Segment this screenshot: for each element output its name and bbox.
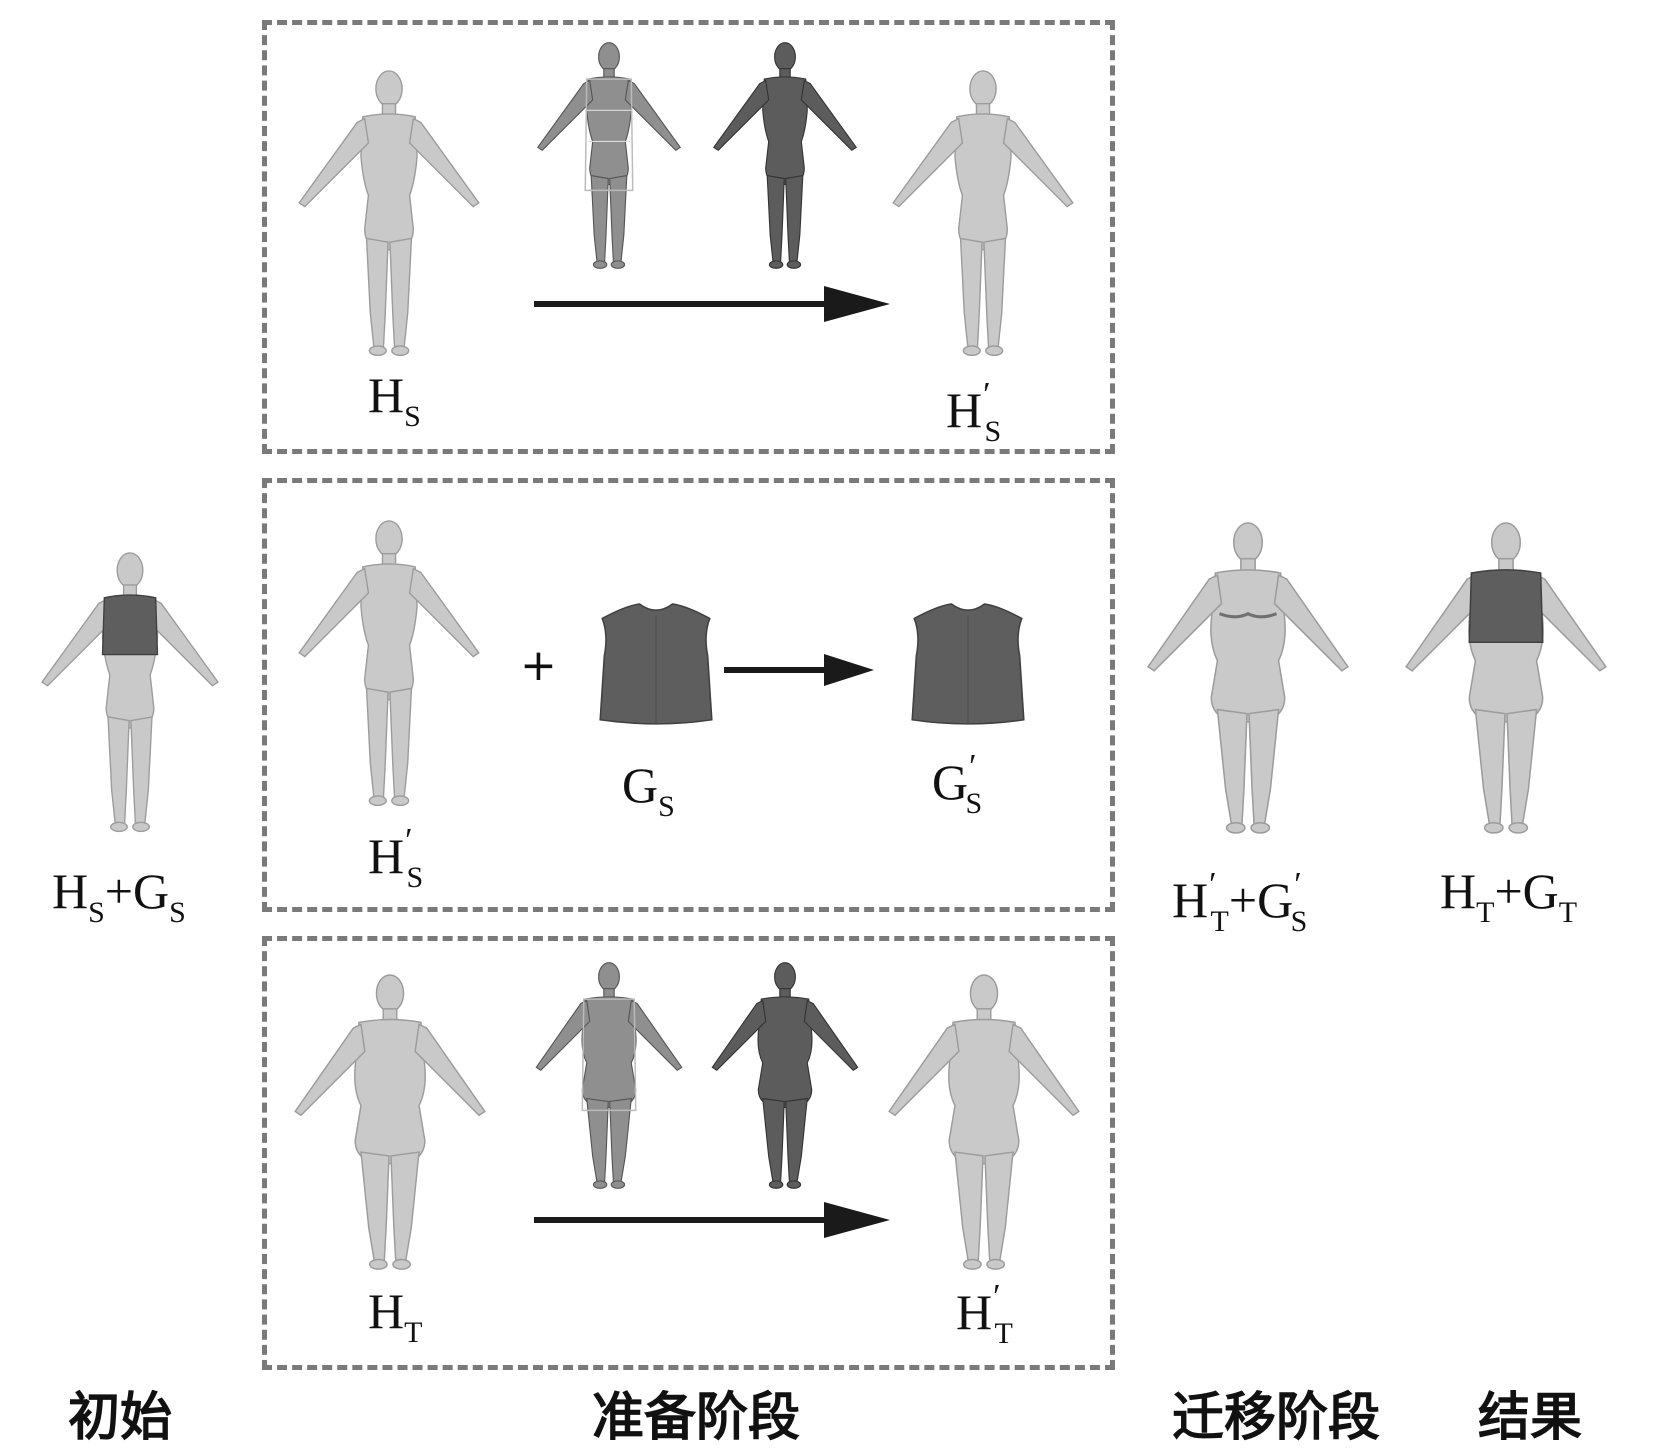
measurement-figure-dark-top bbox=[713, 42, 857, 269]
label-gs-prime: G′S bbox=[932, 748, 983, 820]
stage-initial: 初始 bbox=[68, 1388, 173, 1448]
measurement-figure-light-bottom bbox=[535, 962, 683, 1189]
measurement-figure-light-top bbox=[537, 42, 681, 269]
label-hs: HS bbox=[368, 367, 421, 433]
stage-preparation: 准备阶段 bbox=[592, 1388, 801, 1448]
label-transfer: H′T+G′S bbox=[1172, 866, 1308, 938]
preparation-box-1 bbox=[262, 20, 1115, 454]
label-initial: HS+GS bbox=[52, 863, 186, 929]
garment-gs bbox=[599, 603, 713, 725]
arrow-bottom bbox=[534, 1202, 890, 1238]
body-figure-hs-prime-mid bbox=[298, 520, 480, 807]
body-figure-hs-prime-top bbox=[892, 70, 1074, 357]
label-result: HT+GT bbox=[1440, 863, 1578, 929]
stage-transfer: 迁移阶段 bbox=[1172, 1388, 1381, 1448]
body-figure-ht-prime bbox=[888, 974, 1080, 1270]
label-hs-prime-mid: H′S bbox=[368, 822, 424, 894]
arrow-top bbox=[534, 286, 890, 322]
label-gs: GS bbox=[622, 757, 675, 823]
initial-figure bbox=[41, 552, 219, 833]
label-ht-prime: H′T bbox=[956, 1278, 1013, 1350]
body-figure-ht bbox=[294, 974, 486, 1270]
measurement-figure-dark-bottom bbox=[711, 962, 859, 1189]
label-hs-prime-top: H′S bbox=[946, 376, 1002, 448]
arrow-mid bbox=[724, 654, 874, 686]
result-figure bbox=[1405, 522, 1607, 834]
transfer-figure bbox=[1147, 522, 1349, 834]
body-figure-hs bbox=[298, 70, 480, 357]
preparation-box-3 bbox=[262, 936, 1115, 1370]
garment-gs-prime bbox=[911, 603, 1025, 725]
stage-result: 结果 bbox=[1478, 1388, 1583, 1448]
plus-sign: + bbox=[520, 640, 557, 691]
preparation-box-2 bbox=[262, 478, 1115, 912]
label-ht: HT bbox=[368, 1283, 423, 1349]
